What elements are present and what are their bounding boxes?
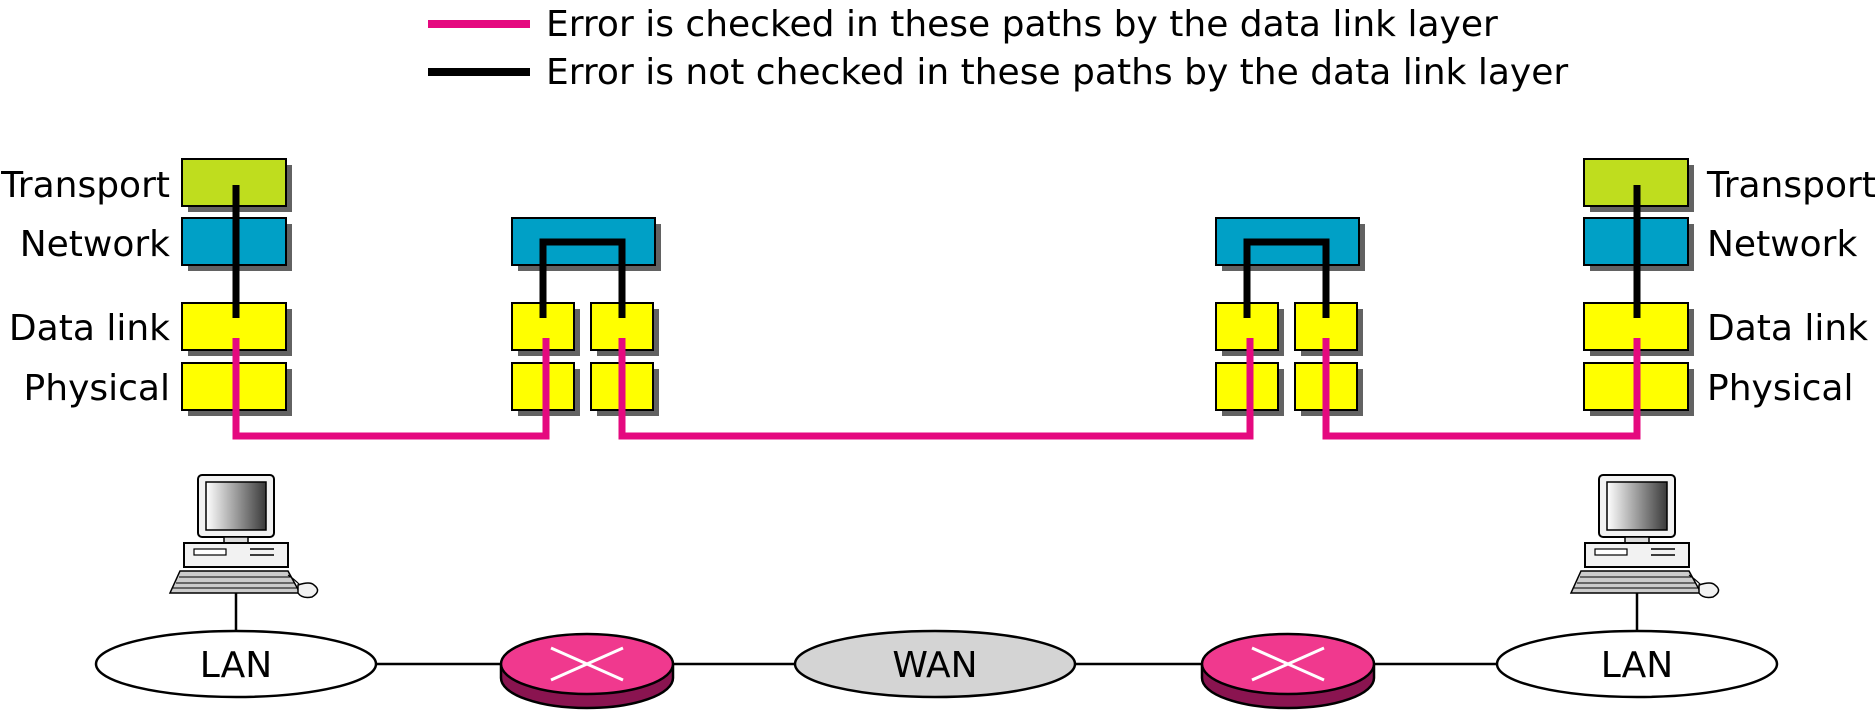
right-datalink-label: Data link <box>1707 308 1868 349</box>
legend-checked-label: Error is checked in these paths by the d… <box>546 4 1498 45</box>
lan-right-label: LAN <box>1601 645 1673 686</box>
router-icon <box>499 632 675 710</box>
right-network-label: Network <box>1707 224 1857 265</box>
router2-network-layer <box>1215 217 1360 266</box>
lan-left-label: LAN <box>200 645 272 686</box>
router2-stack <box>1215 217 1365 416</box>
lan-right: LAN <box>1495 629 1779 699</box>
wan-cloud: WAN <box>793 629 1077 699</box>
computer-icon <box>1569 474 1720 599</box>
left-transport-label: Transport <box>0 165 170 206</box>
legend-not-checked-label: Error is not checked in these paths by t… <box>546 52 1568 93</box>
right-physical-label: Physical <box>1707 368 1853 409</box>
left-datalink-label: Data link <box>9 308 170 349</box>
checked-paths <box>232 338 1641 440</box>
router2-internal-path <box>1243 238 1330 318</box>
router2-to-right-path <box>1322 338 1641 440</box>
right-transport-label: Transport <box>1706 165 1875 206</box>
router1-internal-path <box>539 238 626 318</box>
legend: Error is checked in these paths by the d… <box>428 4 1568 93</box>
computer-icon <box>168 474 319 599</box>
wan-label: WAN <box>892 645 977 686</box>
left-to-router1-path <box>232 338 550 440</box>
link-lines <box>234 590 1639 666</box>
lan-left: LAN <box>94 629 378 699</box>
unchecked-paths <box>232 185 1641 318</box>
right-host-stack: Transport Network Data link Physical <box>1583 158 1875 416</box>
router1-stack <box>511 217 661 416</box>
router-icon <box>1200 632 1376 710</box>
left-network-label: Network <box>20 224 170 265</box>
left-physical-label: Physical <box>24 368 170 409</box>
left-host-stack: Transport Network Data link Physical <box>0 158 292 416</box>
router1-to-router2-path <box>618 338 1254 440</box>
